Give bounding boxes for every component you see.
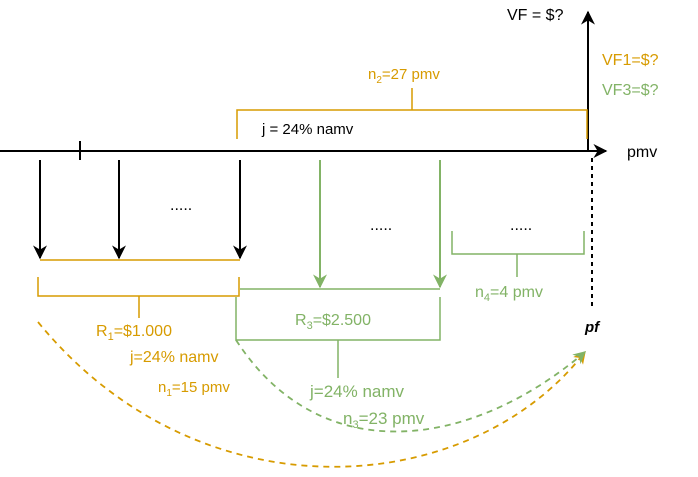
j-green-label: j=24% namv	[309, 382, 405, 401]
n4-bracket	[451, 231, 585, 277]
n1-label: n1=15 pmv	[158, 379, 230, 399]
pf-label: pf	[584, 319, 601, 336]
curve-r1-to-pf	[37, 321, 586, 468]
ellipsis-green: .....	[370, 217, 392, 234]
j-top-label: j = 24% namv	[261, 121, 354, 138]
n2-label: n2=27 pmv	[368, 66, 440, 86]
axis-unit-label: pmv	[627, 144, 657, 161]
r1-bracket	[37, 277, 240, 318]
ellipsis-right: .....	[510, 217, 532, 234]
n4-label: n4=4 pmv	[475, 284, 543, 304]
j-orange-label: j=24% namv	[129, 349, 219, 366]
vf1-label: VF1=$?	[602, 52, 659, 69]
n2-bracket	[236, 88, 588, 139]
ellipsis-black: .....	[170, 197, 192, 214]
vf-label: VF = $?	[507, 7, 564, 24]
vf3-label: VF3=$?	[602, 82, 659, 99]
curve-r3-to-pf	[235, 339, 586, 433]
r3-bracket	[235, 297, 441, 378]
r1-label: R1=$1.000	[96, 323, 172, 343]
n3-label: n3=23 pmv	[343, 409, 425, 431]
r3-label: R3=$2.500	[295, 312, 371, 332]
